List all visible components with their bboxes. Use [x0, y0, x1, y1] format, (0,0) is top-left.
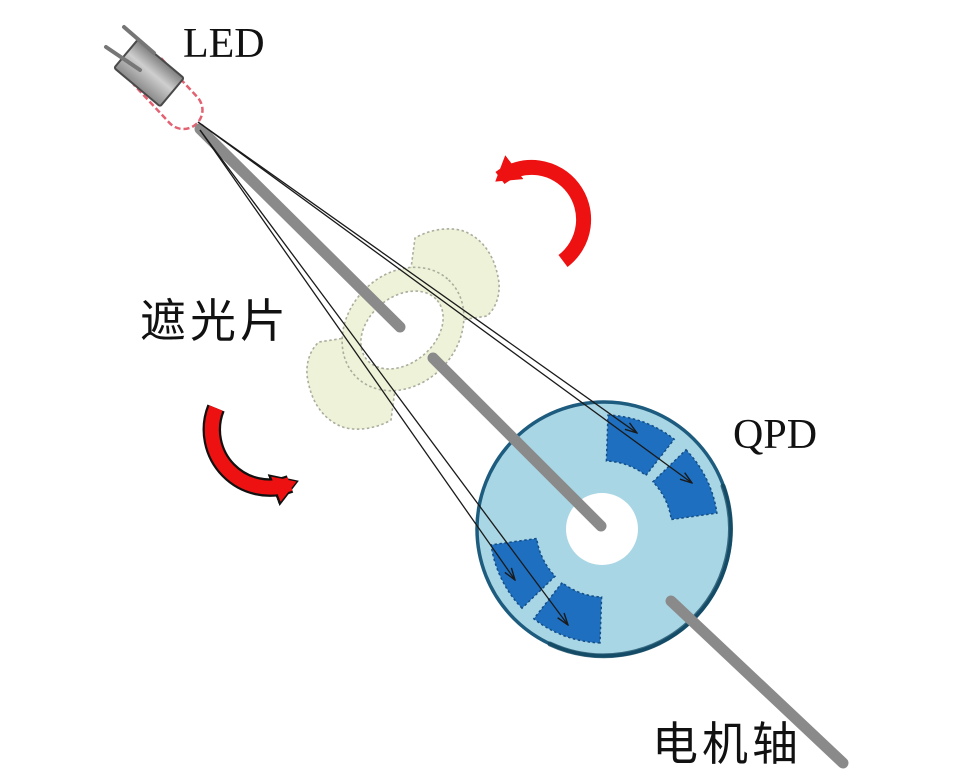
light-ray-to-bottom-sector — [199, 129, 568, 625]
light-ray-to-right-sector — [197, 121, 692, 483]
qpd-sector-right — [651, 448, 718, 521]
led-body-icon — [113, 39, 185, 107]
rotation-arrow-lower-fill — [204, 405, 297, 502]
led-label: LED — [183, 21, 265, 67]
motor-shaft-label: 电机轴 — [652, 719, 802, 770]
motor-shaft-segment-top — [194, 123, 406, 333]
motor-shaft — [194, 123, 849, 769]
rotation-arrow-lower — [202, 404, 299, 507]
light-ray-to-top-sector — [197, 121, 637, 433]
rotation-arrow-lower-outline — [202, 404, 299, 507]
qpd-sector-bottom — [532, 581, 603, 644]
motor-shaft-segment-middle — [427, 352, 607, 532]
led-leads-icon — [104, 25, 156, 72]
qpd-label: QPD — [733, 412, 817, 458]
led-lead-wire — [122, 25, 156, 55]
motor-shaft-segment-bottom — [665, 595, 849, 769]
shutter-label: 遮光片 — [140, 296, 290, 347]
led-symbol — [104, 25, 204, 131]
light-ray-to-left-sector — [199, 129, 515, 580]
led-lead-wire — [104, 45, 142, 72]
light-rays — [197, 121, 692, 625]
rotation-arrow-upper — [495, 155, 592, 267]
qpd-sectors — [490, 414, 718, 644]
